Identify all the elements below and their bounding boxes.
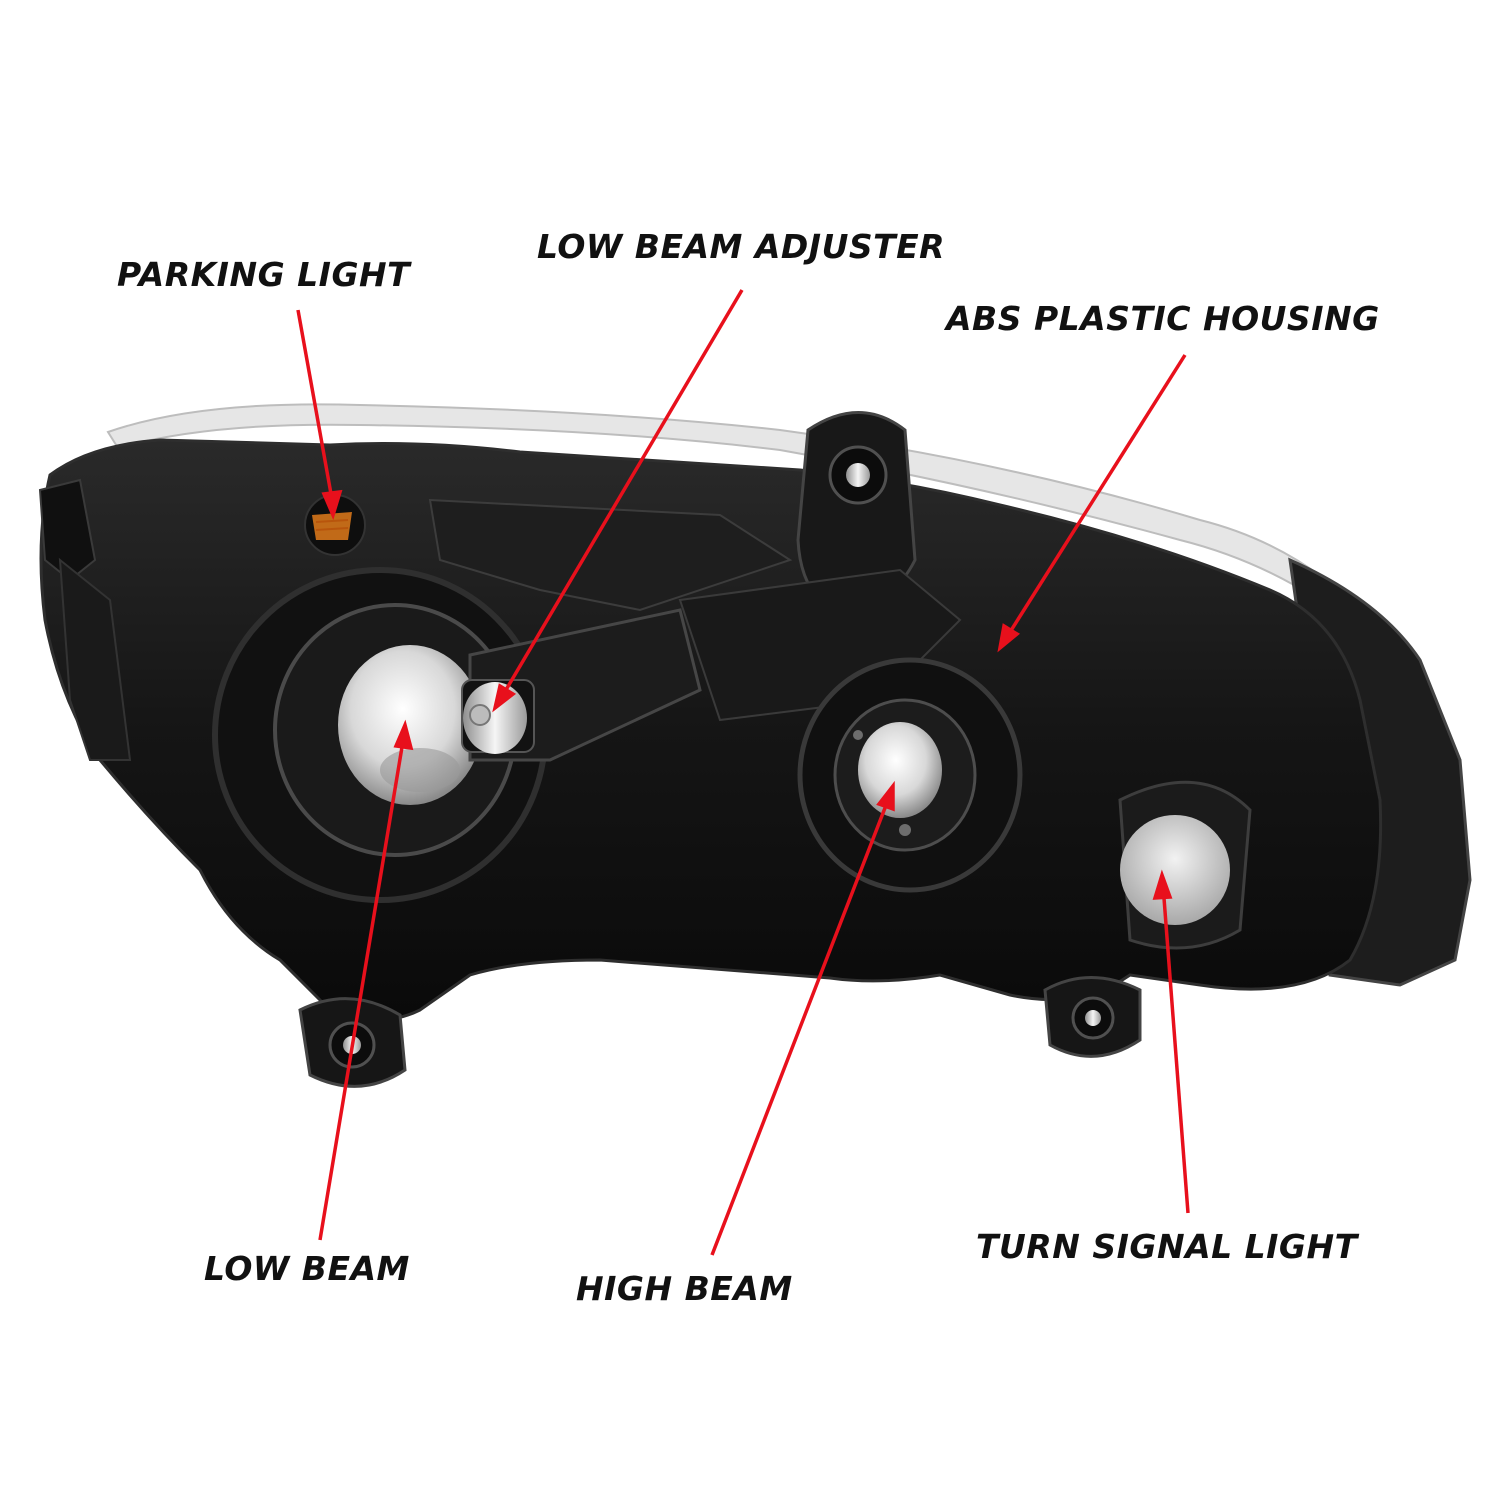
high-beam-label: HIGH BEAM bbox=[576, 1269, 793, 1308]
turn-signal-arrowhead bbox=[1152, 869, 1173, 900]
low-beam-callout-line bbox=[318, 734, 406, 1241]
turn-signal-socket bbox=[1118, 780, 1252, 950]
callout-lines bbox=[296, 289, 1190, 1256]
high-beam-socket bbox=[797, 657, 1023, 893]
abs-housing-arrowhead bbox=[997, 623, 1021, 653]
turn-signal-light-label: TURN SIGNAL LIGHT bbox=[976, 1227, 1358, 1266]
high-beam-arrowhead bbox=[876, 780, 895, 812]
parking-light-callout-line bbox=[296, 309, 335, 506]
top-cover bbox=[428, 498, 793, 612]
abs-housing-callout-line bbox=[1003, 354, 1187, 641]
low-beam-adjuster bbox=[461, 608, 702, 762]
low-beam-adjuster-callout-line bbox=[498, 289, 744, 701]
high-beam-callout-line bbox=[710, 794, 892, 1256]
low-beam-adjuster-arrowhead bbox=[492, 683, 517, 713]
left-clip bbox=[38, 478, 97, 582]
low-beam-arrowhead bbox=[393, 719, 414, 751]
parking-light-arrowhead bbox=[321, 489, 343, 521]
turn-signal-callout-line bbox=[1161, 884, 1190, 1214]
parking-light bbox=[304, 494, 366, 556]
low-beam-label: LOW BEAM bbox=[204, 1249, 410, 1288]
bottom-mount-right bbox=[1043, 976, 1142, 1058]
left-flange bbox=[58, 557, 132, 761]
low-beam-adjuster-label: LOW BEAM ADJUSTER bbox=[537, 227, 946, 266]
parking-light-label: PARKING LIGHT bbox=[117, 255, 411, 294]
abs-plastic-housing-label: ABS PLASTIC HOUSING bbox=[946, 299, 1380, 338]
